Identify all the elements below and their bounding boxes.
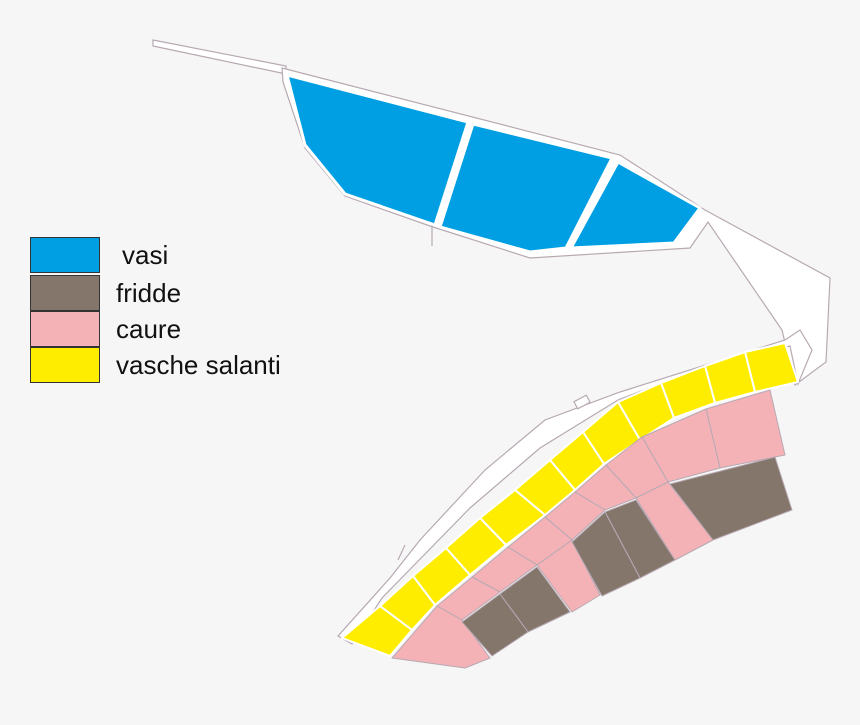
vasi-basins <box>285 73 702 254</box>
legend-item-fridde: fridde <box>30 275 181 311</box>
legend-item-vasche-salanti: vasche salanti <box>30 347 281 383</box>
legend-swatch-vasche-salanti <box>30 347 100 383</box>
fridda <box>571 511 641 597</box>
legend-swatch-caure <box>30 311 100 347</box>
vasca-salante <box>341 605 413 657</box>
legend-label-caure: caure <box>116 314 182 344</box>
legend-label-vasche-salanti: vasche salanti <box>116 350 281 380</box>
legend-item-vasi: vasi <box>30 237 168 273</box>
caura <box>536 539 601 613</box>
access-pier <box>152 39 287 75</box>
legend-label-vasi: vasi <box>122 240 169 270</box>
fridda <box>461 593 529 657</box>
fridde-basins <box>461 456 793 657</box>
caure-basins <box>391 389 786 669</box>
vasi-basin <box>438 122 614 254</box>
shore-stub <box>397 544 406 561</box>
legend-swatch-vasi <box>30 237 100 273</box>
small-building <box>573 394 591 410</box>
vasi-basin <box>285 73 470 227</box>
vasi-basin <box>569 160 702 250</box>
fridda <box>669 456 793 541</box>
legend-swatch-fridde <box>30 275 100 311</box>
legend-item-caure: caure <box>30 311 181 347</box>
legend-label-fridde: fridde <box>116 278 182 308</box>
caura <box>391 605 491 669</box>
vasche-salanti-basins <box>341 342 799 657</box>
